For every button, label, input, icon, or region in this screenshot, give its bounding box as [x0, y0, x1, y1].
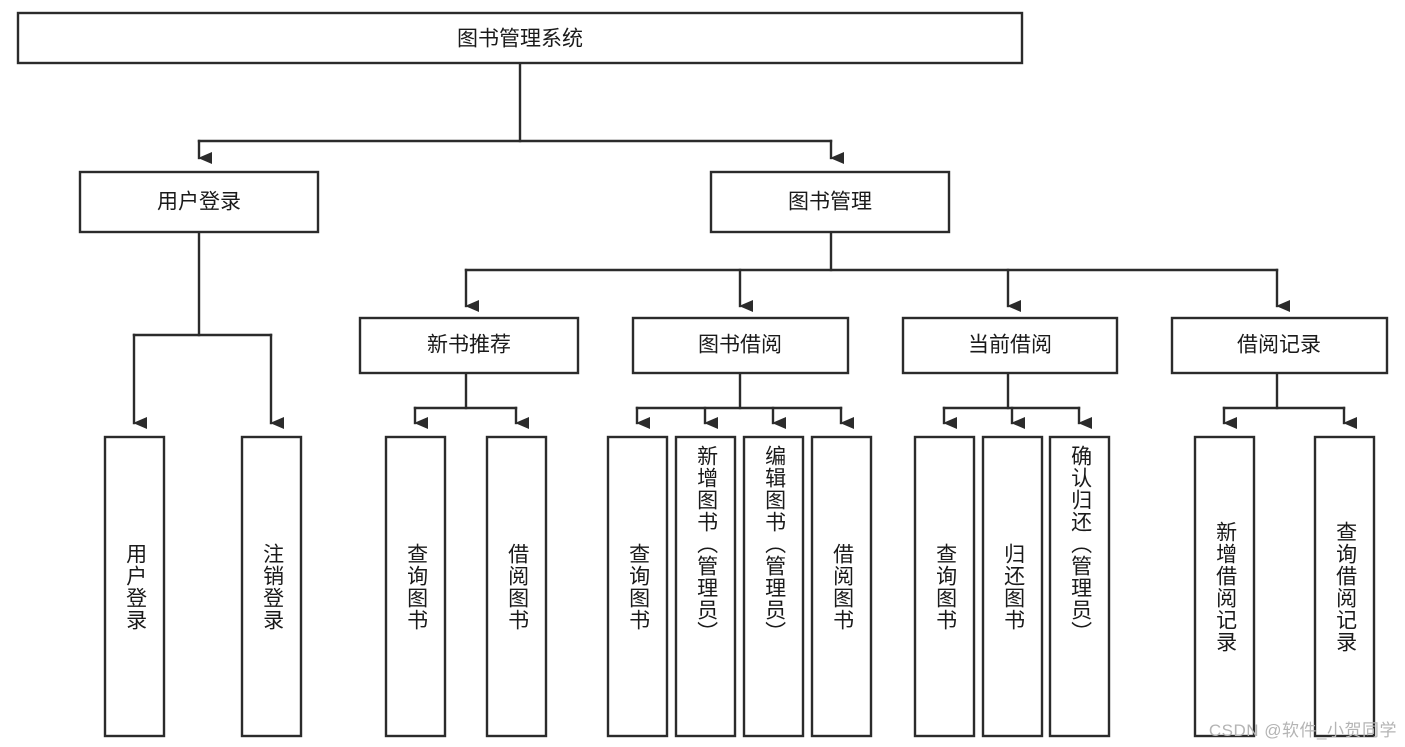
- node-box-leaf-logout[interactable]: [240, 435, 303, 738]
- node-box-leaf-edit-book[interactable]: [742, 435, 805, 738]
- node-label-book-borrow: 图书借阅: [698, 334, 782, 357]
- node-box-leaf-borrow-book-recommend[interactable]: [485, 435, 548, 738]
- node-box-leaf-borrow-book[interactable]: [810, 435, 873, 738]
- connectors-layer: [132, 61, 1357, 429]
- node-box-leaf-query-book-recommend[interactable]: [384, 435, 447, 738]
- node-box-new-book-recommend[interactable]: [358, 316, 580, 375]
- node-box-book-manage[interactable]: [709, 170, 951, 234]
- node-label-root: 图书管理系统: [457, 28, 583, 51]
- node-label-book-manage: 图书管理: [788, 191, 872, 214]
- node-box-leaf-confirm-return[interactable]: [1048, 435, 1111, 738]
- node-box-borrow-record[interactable]: [1170, 316, 1389, 375]
- nodes-layer: 图书管理系统 用户登录 图书管理 新书推荐 图书借阅 当前借阅 借阅记录: [16, 11, 1389, 738]
- csdn-watermark: CSDN @软件_小贺同学: [1208, 721, 1397, 740]
- node-box-user-login[interactable]: [78, 170, 320, 234]
- node-box-leaf-query-book-borrow[interactable]: [606, 435, 669, 738]
- node-box-leaf-query-borrow-record[interactable]: [1313, 435, 1376, 738]
- node-box-leaf-return-book[interactable]: [981, 435, 1044, 738]
- node-label-borrow-record: 借阅记录: [1237, 334, 1321, 357]
- node-box-leaf-add-book[interactable]: [674, 435, 737, 738]
- node-box-current-borrow[interactable]: [901, 316, 1119, 375]
- node-box-leaf-add-borrow-record[interactable]: [1193, 435, 1256, 738]
- node-box-leaf-user-login[interactable]: [103, 435, 166, 738]
- node-box-leaf-query-book-current[interactable]: [913, 435, 976, 738]
- node-label-new-book-recommend: 新书推荐: [427, 334, 511, 357]
- node-label-current-borrow: 当前借阅: [968, 334, 1052, 357]
- node-box-book-borrow[interactable]: [631, 316, 850, 375]
- node-box-root[interactable]: [16, 11, 1024, 65]
- node-label-user-login: 用户登录: [157, 191, 241, 214]
